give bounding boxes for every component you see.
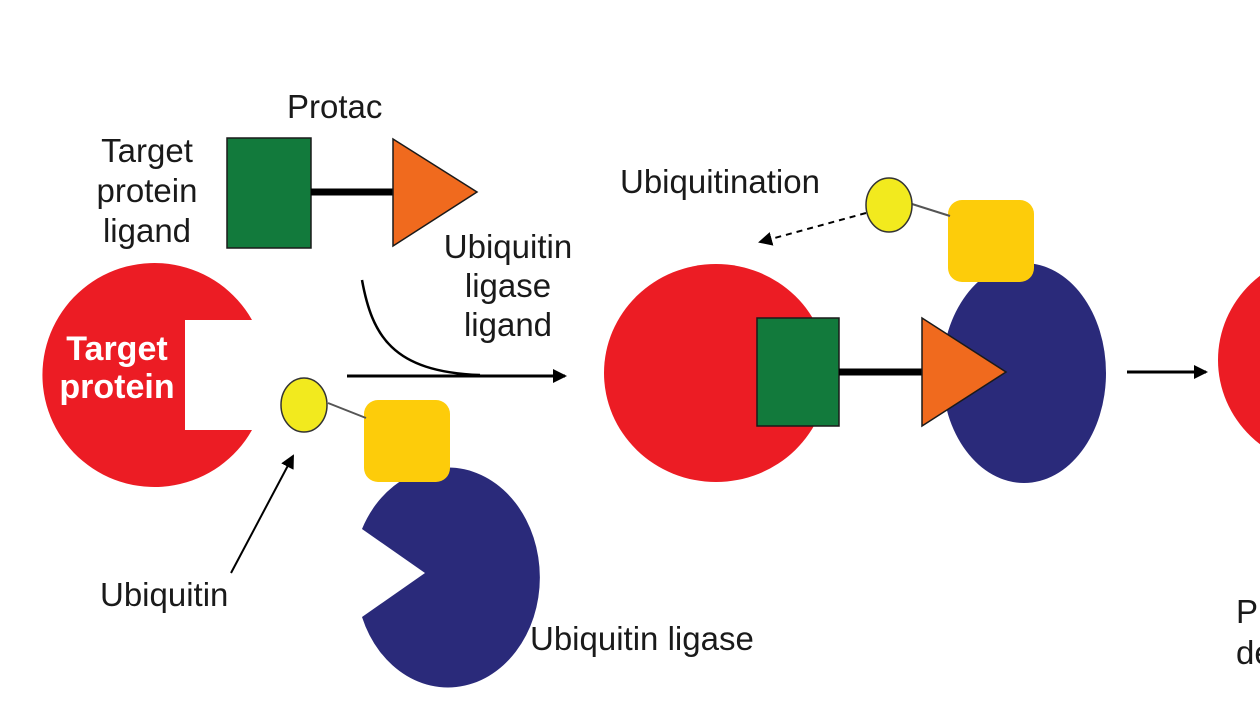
target-protein-label-line1: Target [66, 330, 167, 368]
target-protein-ligand-label-line2: protein [97, 172, 198, 209]
target-protein-right-partial [1218, 275, 1260, 445]
ubiquitin-ligase-shape [362, 467, 540, 688]
target-protein-shape [42, 263, 252, 487]
target-ligand-complex [756, 317, 840, 427]
ubiquitin-pointer-arrow [230, 454, 294, 574]
target-ligand-square [226, 137, 312, 249]
ubiquitin-ligase-ligand-label-line2: ligase [465, 267, 551, 304]
ubiquitin-tether-left [327, 402, 367, 419]
ubiquitin-tether-complex [911, 203, 951, 217]
ligase-ligand-triangle [392, 137, 479, 248]
ubiquitination-arrow [758, 212, 867, 246]
ubiquitin-label: Ubiquitin [100, 576, 228, 613]
protac-label: Protac [287, 88, 382, 125]
ubiquitin-ligase-ligand-label-line1: Ubiquitin [444, 228, 572, 265]
ligase-ligand-complex [921, 316, 1008, 428]
target-protein-label-line2: protein [59, 368, 174, 406]
ubiquitin-ligase-label: Ubiquitin ligase [530, 620, 754, 657]
target-protein-ligand-label-line1: Target [101, 132, 193, 169]
binding-curve [360, 279, 481, 377]
ubiquitin-ligase-ligand-label-line3: ligand [464, 306, 552, 343]
cut-off-label-line1: Pr [1236, 593, 1260, 630]
ubiquitin-ligase-complex [942, 263, 1106, 483]
ubiquitin-left [280, 377, 328, 433]
cut-off-label-line2: de [1236, 634, 1260, 671]
target-protein-ligand-label-line3: ligand [103, 212, 191, 249]
ubiquitin-complex [865, 177, 913, 233]
ligase-adapter-complex [948, 200, 1034, 282]
ubiquitination-label: Ubiquitination [620, 163, 820, 200]
ligase-adapter-left [364, 400, 450, 482]
